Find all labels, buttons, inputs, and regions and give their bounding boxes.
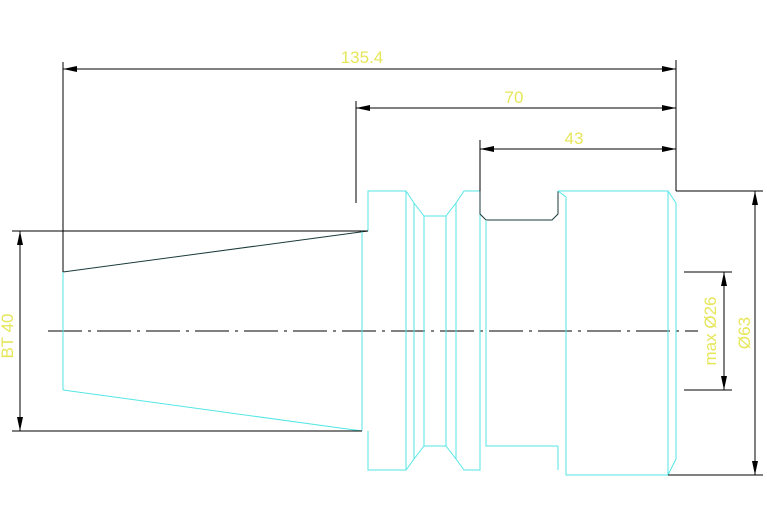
dimension-flange-length: 70 (355, 88, 676, 203)
tool-holder-outline (62, 190, 677, 476)
body-main (557, 190, 677, 476)
dimension-outer-diameter: Ø63 (668, 190, 763, 476)
taper-bottom-edge (62, 389, 363, 432)
dimension-taper: BT 40 (0, 230, 368, 432)
dim-text-body-length: 43 (565, 129, 584, 148)
dimension-overall-length: 135.4 (62, 48, 677, 272)
body-neck-bottom (485, 220, 558, 447)
taper-top-edge (62, 230, 369, 273)
flange-right (455, 190, 481, 471)
dim-text-max-bore: max Ø26 (701, 297, 720, 366)
dimension-body-length: 43 (479, 129, 676, 191)
dimension-max-bore: max Ø26 (684, 271, 732, 391)
v-groove-top (413, 202, 457, 217)
dim-text-overall-length: 135.4 (341, 48, 384, 67)
flange-left (367, 190, 415, 471)
v-groove-bottom (413, 445, 457, 460)
dim-text-flange-length: 70 (505, 88, 524, 107)
body-neck-top (479, 191, 559, 221)
dim-text-taper: BT 40 (0, 313, 17, 358)
dim-text-outer-diameter: Ø63 (735, 317, 754, 349)
